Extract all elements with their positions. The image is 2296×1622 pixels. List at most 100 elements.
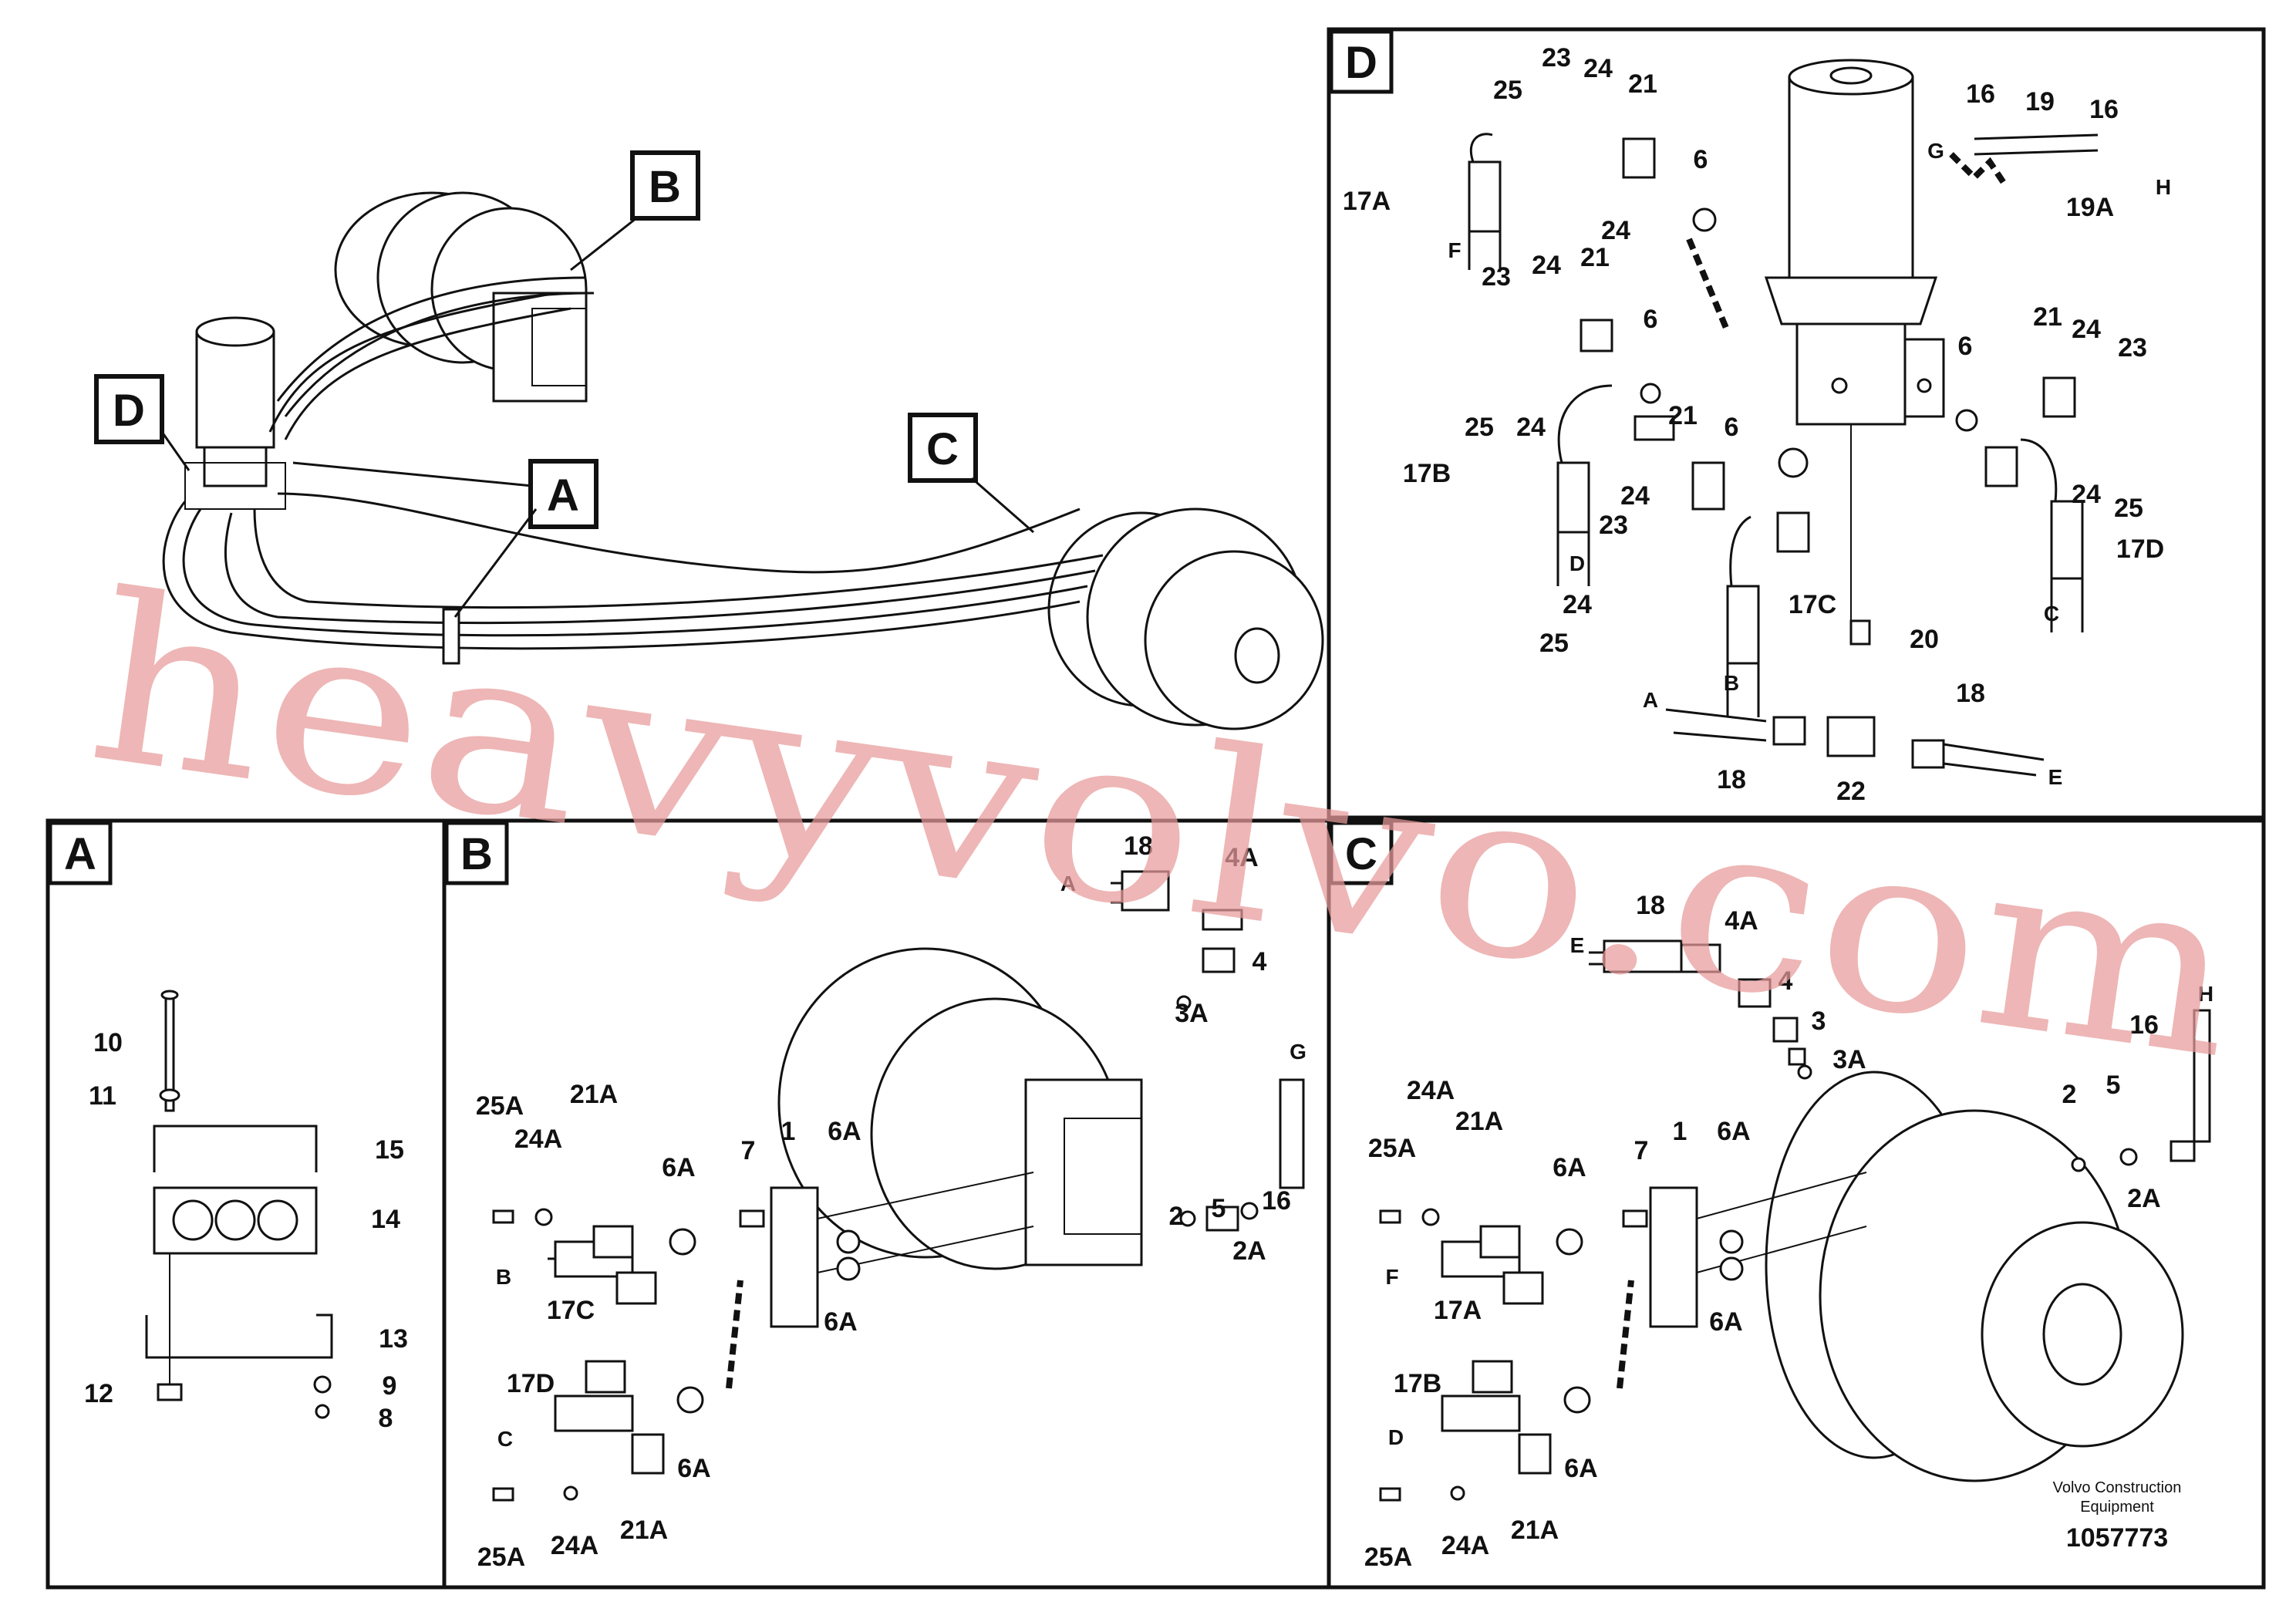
d-callout-19a: 19A: [2066, 193, 2114, 222]
d-callout-23d: 23: [2118, 333, 2147, 363]
panel-b-parts: [492, 870, 1305, 1502]
a-callout-10: 10: [93, 1028, 123, 1057]
d-callout-21b: 21: [1580, 243, 1610, 272]
a-callout-15: 15: [375, 1135, 404, 1165]
d-letter-c: C: [2044, 602, 2059, 626]
b-callout-6a-1: 6A: [662, 1153, 695, 1182]
c-callout-6a-1: 6A: [1553, 1153, 1586, 1182]
c-callout-21a-2: 21A: [1511, 1516, 1559, 1545]
d-letter-f: F: [1448, 238, 1461, 262]
b-callout-6a-3: 6A: [824, 1307, 857, 1337]
b-callout-18: 18: [1124, 831, 1153, 861]
b-callout-6a-4: 6A: [677, 1454, 710, 1483]
b-callout-16: 16: [1262, 1186, 1291, 1216]
c-callout-25a-2: 25A: [1364, 1543, 1412, 1572]
d-callout-24c: 24: [1532, 251, 1561, 280]
footer-company: Volvo Construction: [2053, 1479, 2182, 1496]
label-b: B: [649, 162, 681, 212]
d-callout-6b: 6: [1644, 305, 1658, 334]
panel-d-fittings: [1580, 137, 2076, 646]
c-callout-5: 5: [2106, 1071, 2121, 1100]
swivel-joint: [184, 316, 286, 510]
c-callout-6a-3: 6A: [1709, 1307, 1742, 1337]
overview-assembly: B D A C: [94, 150, 1324, 730]
panel-b: B: [444, 821, 1306, 1572]
b-callout-5: 5: [1212, 1194, 1226, 1223]
c-letter-d: D: [1388, 1425, 1404, 1449]
clamp-assembly: [145, 990, 333, 1419]
d-callout-18b: 18: [1956, 679, 1985, 708]
d-letter-b: B: [1724, 671, 1739, 695]
b-callout-25a-2: 25A: [477, 1543, 525, 1572]
d-callout-22: 22: [1836, 777, 1866, 806]
panel-d-hoses: [1468, 133, 2099, 777]
a-callout-13: 13: [379, 1324, 408, 1354]
b-callout-21a-1: 21A: [570, 1080, 618, 1109]
b-letter-a: A: [1060, 872, 1076, 895]
c-letter-h: H: [2198, 982, 2213, 1006]
overview-label-b: B: [570, 150, 700, 271]
d-callout-24a: 24: [1583, 54, 1613, 83]
b-callout-24a-2: 24A: [551, 1531, 598, 1560]
d-callout-17d: 17D: [2116, 534, 2164, 564]
b-callout-3a: 3A: [1175, 999, 1208, 1028]
panel-c: C: [1329, 821, 2213, 1572]
overview-label-d: D: [94, 374, 190, 471]
b-callout-25a-1: 25A: [476, 1091, 524, 1121]
panel-c-motor: [1765, 1071, 2184, 1482]
panel-d-title: D: [1345, 38, 1377, 88]
d-callout-25b: 25: [1465, 413, 1494, 442]
a-callout-12: 12: [84, 1379, 113, 1408]
c-callout-6a-2: 6A: [1717, 1117, 1750, 1146]
d-callout-24e: 24: [1620, 481, 1650, 511]
panel-a: A 10 11 15 14 13 12 9 8: [48, 821, 408, 1433]
d-callout-17c: 17C: [1789, 590, 1836, 619]
overview-label-a: A: [292, 459, 598, 618]
c-callout-4: 4: [1778, 966, 1793, 996]
b-callout-21a-2: 21A: [620, 1516, 668, 1545]
b-callout-17d: 17D: [507, 1369, 555, 1398]
b-letter-g: G: [1290, 1040, 1306, 1064]
a-callout-8: 8: [379, 1404, 393, 1433]
c-callout-4a: 4A: [1725, 906, 1758, 936]
d-callout-23c: 23: [1599, 511, 1628, 540]
c-callout-24a-2: 24A: [1441, 1531, 1489, 1560]
label-a: A: [547, 470, 579, 521]
d-callout-18a: 18: [1717, 765, 1746, 794]
d-callout-24b: 24: [1601, 216, 1630, 245]
rear-motor: [334, 191, 588, 403]
d-callout-24f: 24: [1563, 590, 1592, 619]
d-callout-16b: 16: [2089, 95, 2119, 124]
b-callout-17c: 17C: [547, 1296, 595, 1325]
b-callout-2a: 2A: [1232, 1236, 1266, 1266]
c-callout-21a-1: 21A: [1455, 1107, 1503, 1136]
c-callout-17a: 17A: [1434, 1296, 1482, 1325]
d-callout-24g: 24: [2072, 315, 2101, 344]
panel-a-title: A: [64, 829, 96, 879]
a-callout-14: 14: [371, 1205, 400, 1234]
panel-b-motor: [777, 947, 1143, 1270]
c-callout-25a-1: 25A: [1368, 1134, 1416, 1163]
a-callout-9: 9: [383, 1371, 397, 1401]
panel-c-title: C: [1345, 829, 1377, 879]
d-callout-25d: 25: [2114, 494, 2143, 523]
d-callout-16a: 16: [1966, 79, 1995, 109]
d-callout-21c: 21: [1668, 401, 1698, 430]
overview-hoses: [162, 276, 1104, 665]
c-callout-18: 18: [1636, 891, 1665, 920]
b-callout-6a-2: 6A: [828, 1117, 861, 1146]
panel-frames: [46, 27, 2266, 1590]
d-letter-g: G: [1927, 139, 1944, 163]
c-callout-16: 16: [2129, 1010, 2159, 1040]
b-callout-2: 2: [1169, 1202, 1184, 1231]
d-callout-23b: 23: [1482, 262, 1511, 292]
d-callout-25a: 25: [1493, 76, 1522, 105]
d-callout-23a: 23: [1542, 43, 1571, 73]
label-d: D: [113, 386, 145, 436]
b-callout-7: 7: [741, 1136, 756, 1165]
b-callout-4: 4: [1253, 947, 1267, 976]
swivel-body: [1764, 59, 1945, 632]
c-callout-2: 2: [2062, 1080, 2077, 1109]
b-letter-b: B: [496, 1265, 511, 1289]
